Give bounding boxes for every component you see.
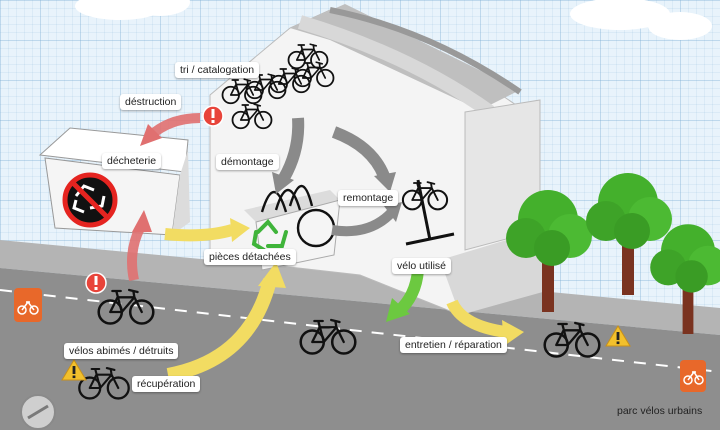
sidewalk [0,240,720,335]
label-velo-utilise: vélo utilisé [392,258,452,274]
label-decheterie: décheterie [102,153,162,169]
label-pieces-detachees: pièces détachées [204,249,296,265]
waste-bin [38,127,190,236]
cloud-top-right [570,0,712,40]
arrow-entretien [446,299,507,338]
warning-triangle-icon [605,325,631,347]
bike-repair-stand [401,179,455,246]
arrow-damaged-to-bin [127,225,145,282]
exclamation-circle-icon [85,272,107,294]
bike-sign-icon [14,288,42,322]
no-recycling-icon [62,172,118,228]
arrow-to-remontage [331,126,390,179]
label-velos-abimes: vélos abimés / détruits [64,343,179,359]
arrow-parts-to-stand [331,208,396,237]
bike-sign-icon [680,360,706,392]
label-tri-catalogation: tri / catalogation [175,62,260,78]
arrow-demontage [278,117,305,181]
warning-triangle-icon [61,359,87,381]
label-recuperation: récupération [132,376,201,392]
arrow-to-parts [164,224,234,242]
arrow-destruction [146,113,201,140]
label-parc-velos: parc vélos urbains [617,405,703,417]
arrow-recuperation [166,278,277,382]
recycle-icon [251,219,288,252]
label-remontage: remontage [338,190,399,206]
label-entretien-reparation: entretien / réparation [400,337,507,353]
label-destruction: déstruction [120,94,182,110]
exclamation-circle-icon [202,105,224,127]
label-demontage: démontage [216,154,279,170]
cloud-top-left [75,0,190,20]
metal-bolt-icon [20,394,56,430]
